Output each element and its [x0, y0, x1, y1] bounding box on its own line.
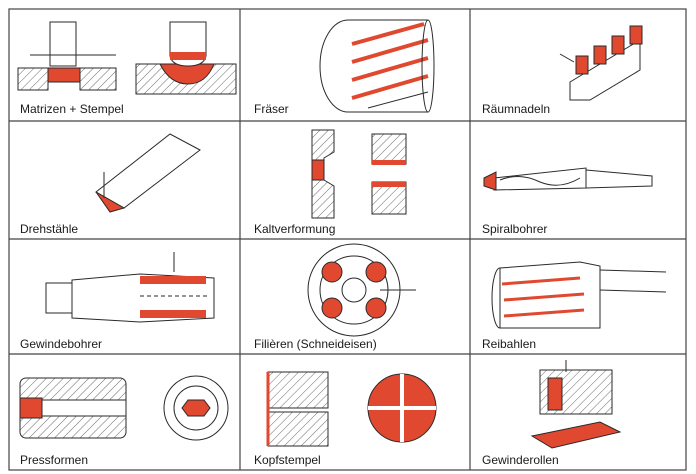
turning-tool-icon [95, 133, 201, 213]
twist-drill-icon [483, 167, 653, 191]
reamer-icon [491, 261, 667, 329]
die-and-punch-icon [17, 21, 237, 95]
cold-forming-icon [311, 129, 407, 219]
cell-label-filieren: Filièren (Schneideisen) [254, 337, 377, 351]
thread-rolling-icon [530, 360, 622, 449]
cell-label-gewindebohrer: Gewindebohrer [20, 337, 103, 351]
threading-die-icon [307, 243, 416, 337]
heading-punch-icon [266, 371, 437, 447]
cell-label-gewinderollen: Gewinderollen [482, 453, 559, 467]
cell-label-kaltverformung: Kaltverformung [254, 222, 336, 236]
cell-label-pressformen: Pressformen [20, 453, 89, 467]
cell-label-drehstaehle: Drehstähle [20, 222, 79, 236]
cell-label-fraeser: Fräser [254, 102, 289, 116]
broach-icon [559, 25, 643, 101]
tap-icon [45, 252, 215, 323]
grid-lines [8, 8, 687, 471]
cell-label-matrizen-stempel: Matrizen + Stempel [20, 102, 124, 116]
cell-label-spiralbohrer: Spiralbohrer [482, 222, 548, 236]
cell-label-raeumnadeln: Räumnadeln [482, 102, 551, 116]
cell-label-reibahlen: Reibahlen [482, 337, 537, 351]
milling-cutter-icon [319, 19, 435, 113]
press-mould-icon [19, 375, 229, 441]
cell-label-kopfstempel: Kopfstempel [254, 453, 321, 467]
